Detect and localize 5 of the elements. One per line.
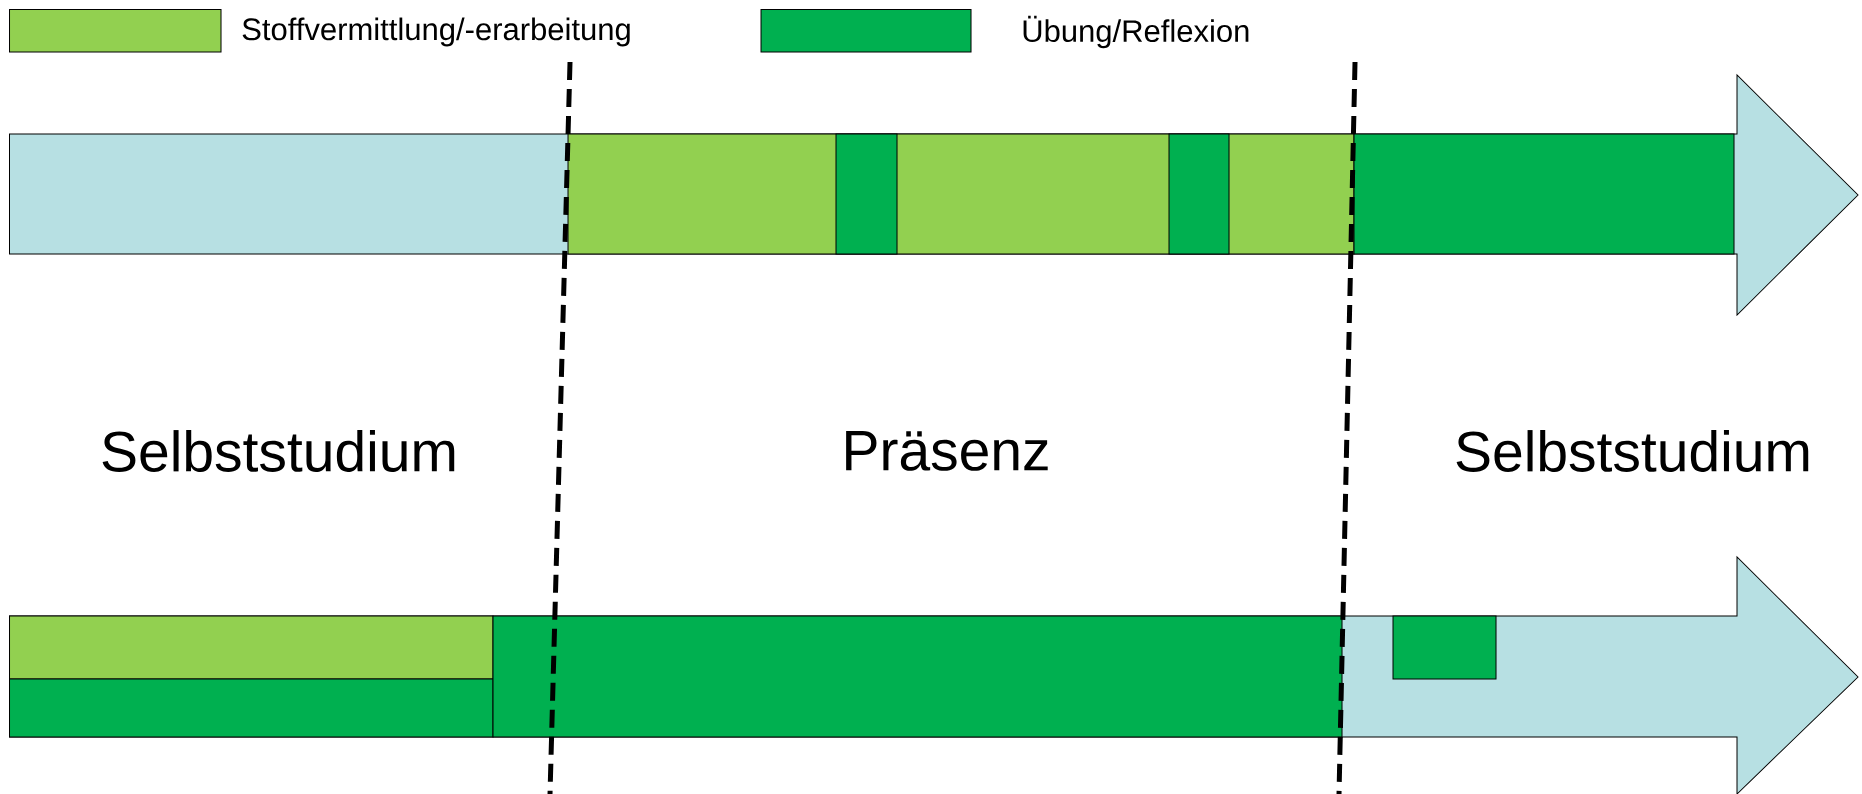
- legend-label: Übung/Reflexion: [1023, 15, 1249, 49]
- phase-label: Präsenz: [846, 431, 1048, 471]
- legend-label: Stoffvermittlung/-erarbeitung: [242, 17, 630, 47]
- phase-label: Selbststudium: [102, 430, 455, 472]
- phase-label: Selbststudium: [1456, 430, 1809, 472]
